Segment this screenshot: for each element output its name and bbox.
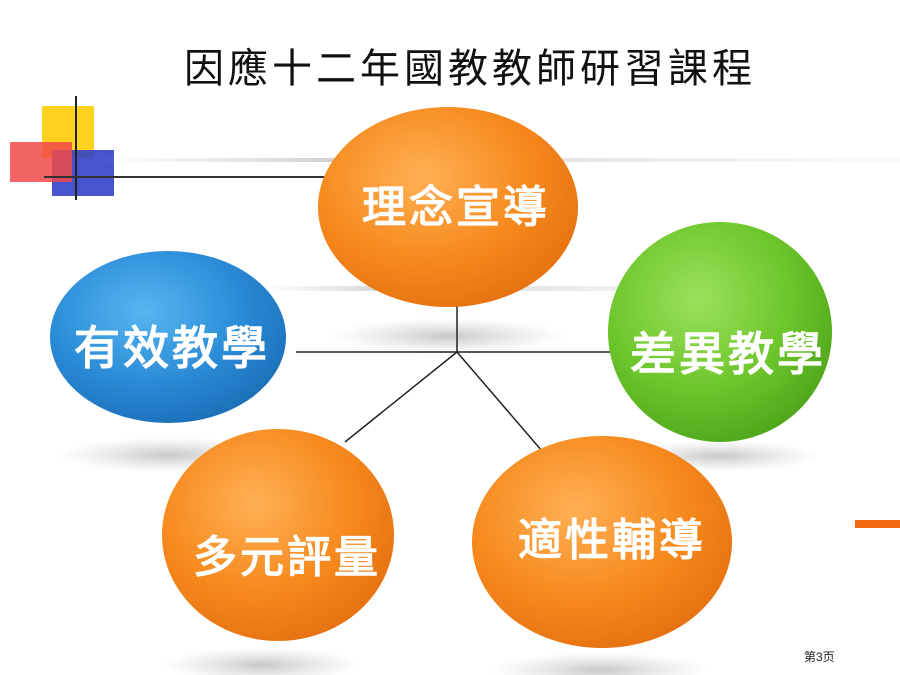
page-title: 因應十二年國教教師研習課程: [184, 46, 756, 92]
accent-red-square: [10, 142, 72, 182]
node-center-circle: [318, 107, 578, 307]
node-left: 有效教學: [50, 251, 286, 423]
node-right-circle: [608, 222, 832, 442]
shadow-center: [330, 318, 566, 354]
node-bottom-left: 多元評量: [162, 429, 394, 641]
node-bottom-left-label: 多元評量: [193, 532, 381, 583]
node-center-label: 理念宣導: [362, 182, 550, 233]
node-left-label: 有效教學: [74, 321, 270, 375]
shadow-bottom-left: [162, 647, 362, 675]
node-bottom-right-circle: [472, 436, 732, 648]
page-number: 第3页: [804, 650, 835, 664]
node-bottom-right: 適性輔導: [472, 436, 732, 648]
node-center: 理念宣導: [318, 107, 578, 307]
node-right-label: 差異教學: [630, 327, 826, 381]
shadow-bottom-right: [490, 652, 710, 675]
decorative-corner-accent: [10, 96, 330, 200]
connector-to-bottom-left: [344, 351, 458, 443]
orange-bar-accent: [855, 520, 900, 528]
connector-lines: [296, 305, 612, 459]
node-bottom-right-label: 適性輔導: [518, 515, 706, 566]
connector-to-bottom-right: [456, 351, 549, 459]
node-right: 差異教學: [608, 222, 832, 442]
node-bottom-left-circle: [162, 429, 394, 641]
node-left-circle: [50, 251, 286, 423]
